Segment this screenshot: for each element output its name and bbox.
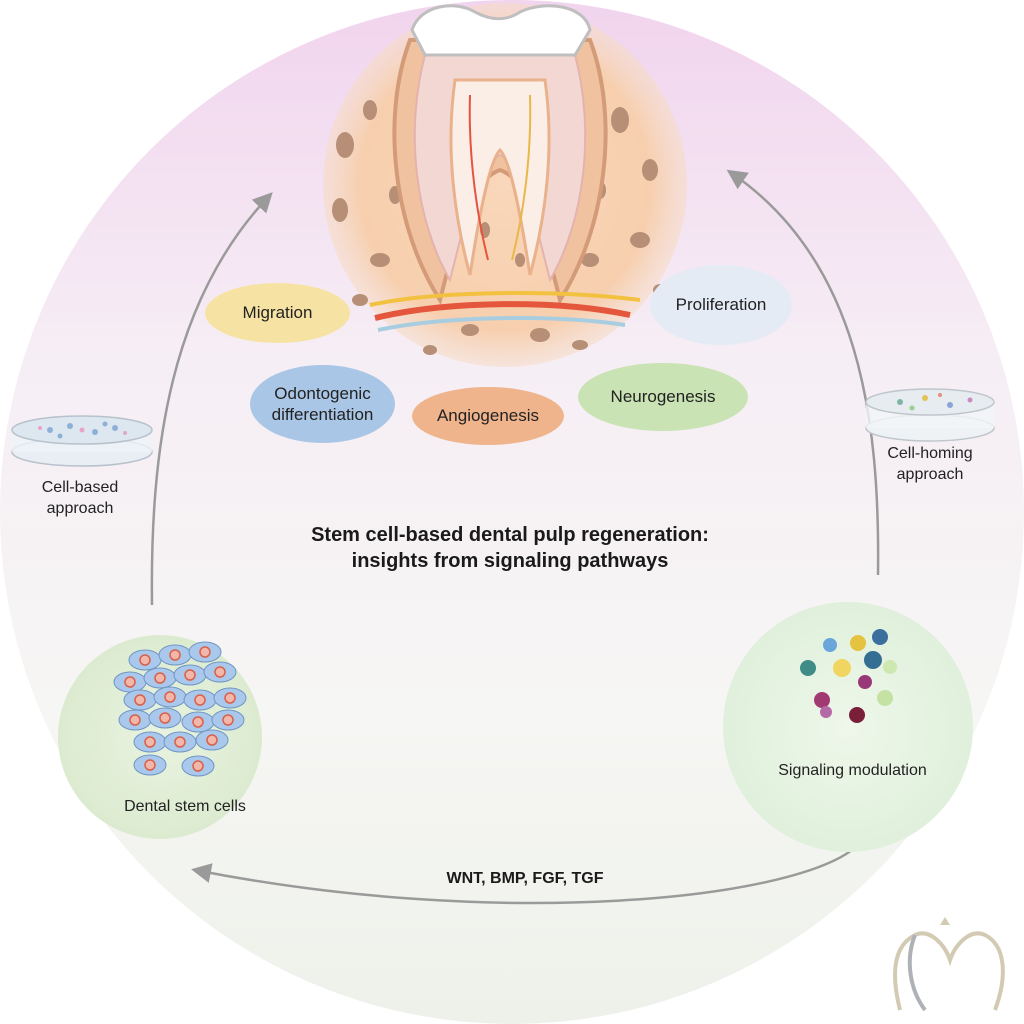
stem-cell-nucleus (144, 759, 156, 771)
proliferation-label: Proliferation (675, 295, 767, 315)
stem-cell-nucleus (134, 694, 146, 706)
angiogenesis-label: Angiogenesis (436, 406, 540, 426)
cell-based-dish-icon (11, 415, 153, 467)
stem-cell-nucleus (159, 712, 171, 724)
diagram-title: Stem cell-based dental pulp regeneration… (230, 522, 790, 574)
clinic-logo (893, 917, 1005, 1012)
stem-cell-nucleus (224, 692, 236, 704)
cell-based-arrow (150, 192, 273, 606)
proliferation-bubble: Proliferation (650, 265, 792, 345)
migration-label: Migration (242, 303, 313, 323)
cell-homing-dish-icon (865, 388, 995, 442)
angiogenesis-bubble: Angiogenesis (412, 387, 564, 445)
stem-cell-nucleus (222, 714, 234, 726)
stem-cell-nucleus (174, 736, 186, 748)
migration-bubble: Migration (205, 283, 350, 343)
signaling-molecule-icons (800, 629, 897, 723)
title-line1: Stem cell-based dental pulp regeneration… (311, 524, 709, 546)
stem-cell-nucleus (194, 694, 206, 706)
stem-cell-nucleus (139, 654, 151, 666)
tooth-illustration (323, 3, 687, 367)
pathway-arrow (191, 844, 859, 905)
stem-cell-nucleus (124, 676, 136, 688)
stem-cell-nucleus (144, 736, 156, 748)
pathway-label: WNT, BMP, FGF, TGF (446, 870, 604, 887)
cell-based-approach-label: Cell-based approach (41, 479, 119, 517)
stem-cell-nucleus (192, 716, 204, 728)
stem-cell-nucleus (129, 714, 141, 726)
odontogenic-label-line2: differentiation (271, 405, 374, 424)
signaling-modulation-label: Signaling modulation (778, 762, 927, 779)
stem-cell-nucleus (164, 691, 176, 703)
odontogenic-label-line1: Odontogenic (274, 383, 371, 403)
stem-cell-nucleus (169, 649, 181, 661)
stem-cell-nucleus (184, 669, 196, 681)
neurogenesis-bubble: Neurogenesis (578, 363, 748, 431)
odontogenic-bubble: Odontogenic differentiation (250, 365, 395, 443)
neurogenesis-label: Neurogenesis (610, 387, 716, 407)
stem-cell-nucleus (154, 672, 166, 684)
cell-homing-approach-label: Cell-homing approach (887, 445, 973, 483)
title-line2: insights from signaling pathways (351, 550, 669, 572)
stem-cell-nucleus (214, 666, 226, 678)
stem-cell-nucleus (192, 760, 204, 772)
signaling-modulation-circle (723, 602, 973, 852)
stem-cell-nucleus (199, 646, 211, 658)
stem-cell-icons (113, 641, 247, 777)
dental-stem-cells-label: Dental stem cells (124, 798, 246, 815)
cell-homing-arrow (726, 169, 880, 576)
stem-cell-nucleus (206, 734, 218, 746)
